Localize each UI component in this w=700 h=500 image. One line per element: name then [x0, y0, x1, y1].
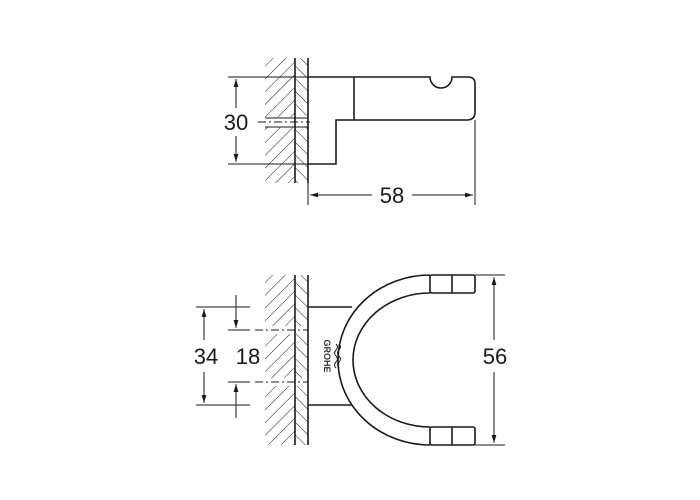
height-dimension: 30 — [224, 76, 308, 165]
wall-section — [258, 58, 310, 183]
front-view: GROHE 34 18 56 — [194, 274, 507, 446]
top-view: 30 58 — [224, 58, 476, 208]
width-dimension-56: 56 — [475, 274, 507, 446]
holder-body: GROHE — [308, 274, 476, 446]
mount-dimension-18: 18 — [228, 295, 260, 418]
mount-dimension-34: 34 — [194, 306, 250, 406]
svg-text:GROHE: GROHE — [322, 339, 332, 372]
hook-profile — [308, 76, 476, 165]
dim-30: 30 — [224, 110, 248, 135]
dim-56: 56 — [483, 344, 507, 369]
grohe-logo: GROHE — [322, 339, 341, 373]
wall-section — [255, 275, 310, 445]
depth-dimension: 58 — [307, 120, 476, 208]
dim-34: 34 — [194, 344, 218, 369]
dim-58: 58 — [380, 183, 404, 208]
dim-18: 18 — [236, 344, 260, 369]
